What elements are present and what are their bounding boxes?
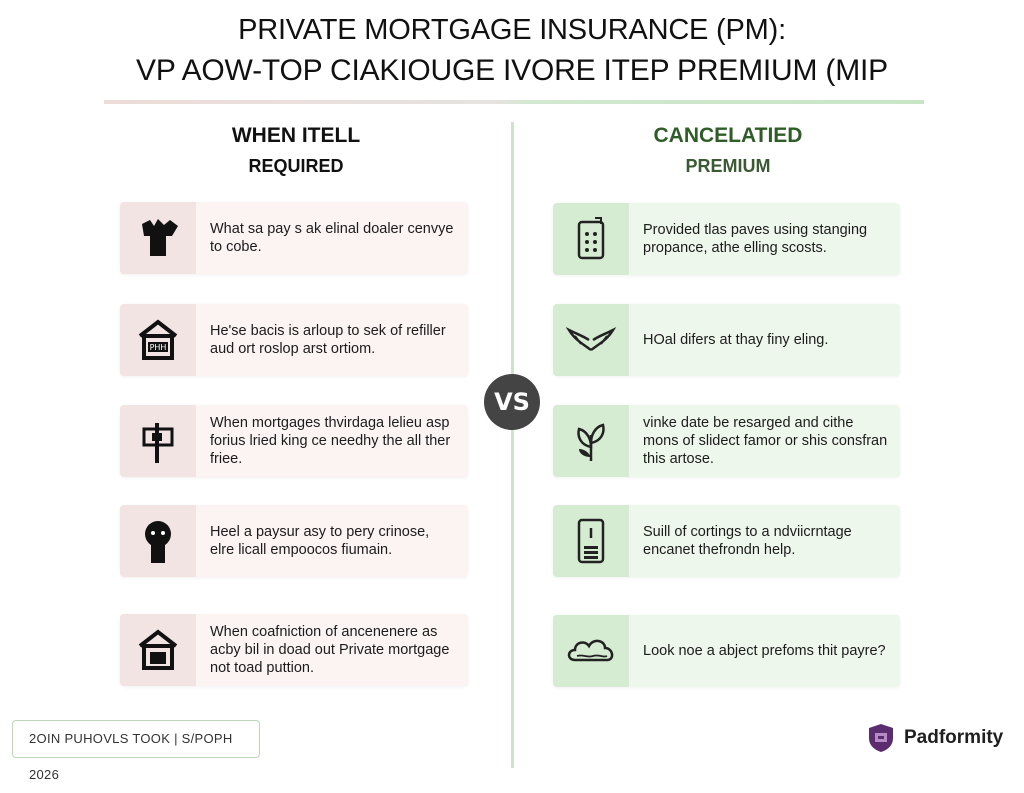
- house-icon: [120, 614, 196, 686]
- right-card-3: vinke date be resarged and cithe mons of…: [553, 405, 900, 477]
- left-card-2-text: He'se bacis is arloup to sek of refiller…: [210, 323, 446, 357]
- right-column-heading: CANCELATIED PREMIUM: [578, 124, 878, 177]
- right-card-1: Provided tlas paves using stanging propa…: [553, 203, 900, 275]
- left-card-2: PHH He'se bacis is arloup to sek of refi…: [120, 304, 468, 376]
- left-card-3-text: When mortgages thvirdaga lelieu asp fori…: [210, 415, 451, 467]
- signpost-icon: [120, 405, 196, 477]
- center-divider: [511, 122, 514, 768]
- right-card-2: HOal difers at thay finy eling.: [553, 304, 900, 376]
- left-card-1-text: What sa pay s ak elinal doaler cenvye to…: [210, 221, 454, 255]
- wings-icon: [553, 304, 629, 376]
- hand-icon: [120, 202, 196, 274]
- page-title-line-1: PRIVATE MORTGAGE INSURANCE (PM):: [238, 14, 786, 46]
- right-card-2-text: HOal difers at thay finy eling.: [643, 332, 829, 348]
- left-heading-line-1: WHEN ITELL: [231, 124, 361, 147]
- vs-badge: VS: [484, 374, 540, 430]
- svg-text:PHH: PHH: [150, 343, 167, 352]
- left-card-3: When mortgages thvirdaga lelieu asp fori…: [120, 405, 468, 477]
- right-card-5-text: Look noe a abject prefoms thit payre?: [643, 643, 886, 659]
- left-card-1: What sa pay s ak elinal doaler cenvye to…: [120, 202, 468, 274]
- footer-note: 2OIN PUHOVLS TOOK | S/POPH 2026: [12, 720, 260, 782]
- left-card-5-text: When coafniction of ancenenere as acby b…: [210, 624, 450, 676]
- right-heading-line-2: PREMIUM: [685, 156, 771, 176]
- right-card-1-text: Provided tlas paves using stanging propa…: [643, 222, 868, 256]
- person-icon: [120, 505, 196, 577]
- brand-name: Padformity: [904, 727, 1004, 748]
- page-title-line-2: VP AOW-TOP CIAKIOUGE IVORE ITEP PREMIUM …: [136, 54, 888, 87]
- calculator-icon: [553, 203, 629, 275]
- brand-logo: Padformity: [866, 722, 1003, 754]
- left-column-heading: WHEN ITELL REQUIRED: [146, 124, 446, 177]
- left-card-4-text: Heel a paysur asy to pery crinose, elre …: [210, 524, 430, 558]
- plant-icon: [553, 405, 629, 477]
- right-card-4: Suill of cortings to a ndviicrntage enca…: [553, 505, 900, 577]
- title-underline: [104, 100, 924, 104]
- right-card-4-text: Suill of cortings to a ndviicrntage enca…: [643, 524, 852, 558]
- right-card-5: Look noe a abject prefoms thit payre?: [553, 615, 900, 687]
- left-card-4: Heel a paysur asy to pery crinose, elre …: [120, 505, 468, 577]
- house-sign-icon: PHH: [120, 304, 196, 376]
- left-card-5: When coafniction of ancenenere as acby b…: [120, 614, 468, 686]
- cloud-icon: [553, 615, 629, 687]
- left-heading-line-2: REQUIRED: [248, 156, 344, 176]
- right-card-3-text: vinke date be resarged and cithe mons of…: [643, 415, 888, 467]
- right-heading-line-1: CANCELATIED: [653, 124, 803, 147]
- shield-logo-icon: [869, 724, 893, 752]
- phone-icon: [553, 505, 629, 577]
